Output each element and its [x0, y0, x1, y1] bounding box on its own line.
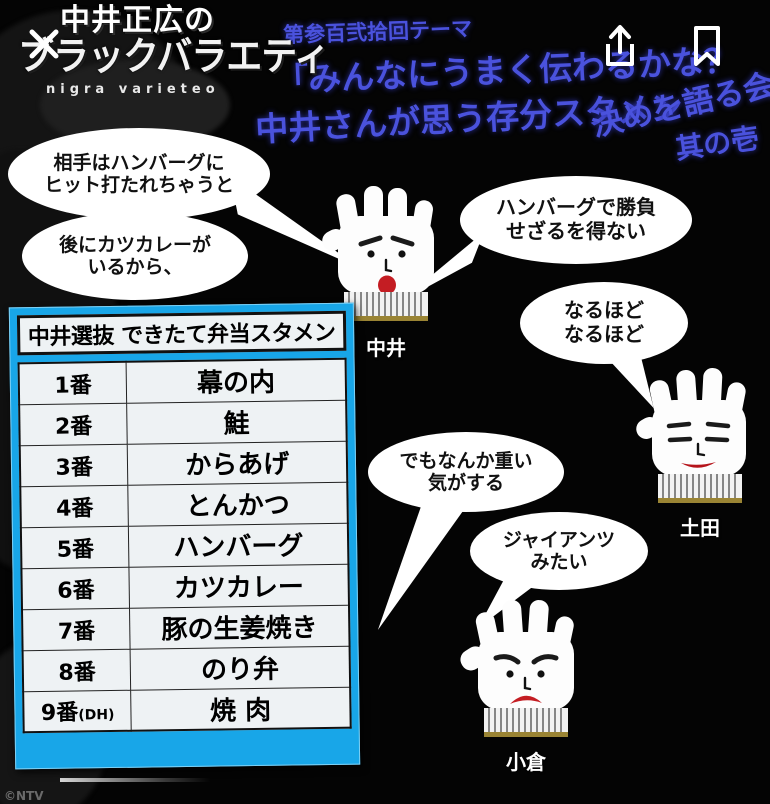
hand-label-nakai: 中井	[366, 336, 406, 360]
speech-bubble-nakai-1: 相手はハンバーグに ヒット打たれちゃうと	[8, 128, 270, 220]
speech-bubble-nakai-3: ハンバーグで勝負 せざるを得ない	[460, 176, 692, 264]
table-row: 7番豚の生姜焼き	[22, 604, 350, 651]
table-row: 8番のり弁	[22, 645, 351, 692]
speech-bubble-nakai-2: 後にカツカレーが いるから、	[22, 212, 248, 300]
table-row: 4番とんかつ	[20, 481, 348, 528]
bubble-line: 気がする	[427, 472, 504, 494]
table-row: 5番ハンバーグ	[20, 522, 349, 569]
glove-hand-icon	[636, 368, 746, 503]
glove-hand-icon	[322, 186, 434, 321]
bubble-line: なるほど	[564, 322, 644, 346]
lineup-title: 中井選抜 できたて弁当スタメン	[16, 310, 347, 356]
share-icon	[606, 25, 634, 66]
glove-hand-icon	[460, 599, 574, 737]
bubble-line: 後にカツカレーが	[58, 233, 211, 256]
lineup-order-cell: 1番	[18, 361, 128, 405]
bubble-line: ジャイアンツ	[502, 528, 616, 551]
lineup-item-cell: カツカレー	[129, 563, 349, 608]
bookmark-icon	[694, 26, 720, 66]
bubble-line: みたい	[530, 551, 588, 573]
logo-line-2: ブラックバラエティ	[18, 34, 330, 80]
logo-line-1: 中井正広の	[60, 3, 215, 38]
table-row: 6番カツカレー	[21, 563, 349, 610]
bubble-line: ハンバーグで勝負	[496, 195, 656, 220]
lineup-order-cell: 4番	[20, 484, 129, 528]
hand-label-ogura: 小倉	[506, 750, 546, 774]
bubble-line: せざるを得ない	[506, 219, 646, 243]
table-row: 3番からあげ	[19, 440, 348, 487]
lineup-order-cell: 2番	[19, 402, 128, 446]
bubble-line: いるから、	[87, 256, 183, 278]
copyright-watermark: ©NTV	[4, 789, 44, 803]
table-row: 9番(DH)焼 肉	[23, 686, 351, 733]
lineup-item-cell: 豚の生姜焼き	[129, 604, 350, 649]
share-button[interactable]	[598, 22, 642, 70]
frame-edge-highlight	[60, 778, 210, 782]
title-line-3: 中井さんが思う存分スタメン	[254, 87, 684, 150]
lineup-item-cell: 鮭	[127, 399, 347, 444]
table-row: 1番幕の内	[18, 358, 347, 405]
hand-puppet-ogura: 小倉	[460, 596, 592, 778]
close-icon	[29, 29, 59, 59]
lineup-order-cell: 7番	[22, 607, 131, 651]
lineup-order-cell: 3番	[19, 443, 129, 487]
hand-puppet-tsuchida: 土田	[636, 366, 764, 542]
lineup-order-cell: 8番	[22, 648, 132, 692]
title-line-2: 「みんなにうまく伝わるかな？	[274, 40, 738, 101]
bubble-line: ヒット打たれちゃうと	[43, 174, 234, 196]
lineup-item-cell: 焼 肉	[131, 686, 351, 731]
speech-bubble-tsuchida: なるほど なるほど	[520, 282, 688, 364]
lineup-order-cell: 6番	[21, 566, 130, 610]
logo-subtitle: nigra varieteo	[46, 82, 220, 97]
speech-bubble-ogura-1: でもなんか重い 気がする	[368, 432, 564, 512]
program-logo: 中井正広の ブラックバラエティ nigra varieteo	[18, 3, 330, 106]
title-line-5: 其の壱	[673, 121, 762, 166]
lineup-order-cell: 9番(DH)	[23, 689, 132, 733]
lineup-item-cell: とんかつ	[128, 481, 348, 526]
lineup-item-cell: からあげ	[127, 440, 348, 485]
lineup-item-cell: のり弁	[130, 645, 351, 690]
close-button[interactable]	[24, 24, 64, 64]
bubble-line: でもなんか重い	[399, 449, 533, 472]
lineup-item-cell: ハンバーグ	[128, 522, 349, 567]
bookmark-button[interactable]	[688, 22, 726, 70]
bubble-line: 相手はハンバーグに	[53, 151, 225, 174]
speech-bubble-ogura-2: ジャイアンツ みたい	[470, 512, 648, 590]
lineup-item-cell: 幕の内	[126, 358, 347, 403]
table-row: 2番鮭	[19, 399, 347, 446]
hand-label-tsuchida: 土田	[680, 516, 720, 540]
designated-hitter-tag: (DH)	[78, 707, 115, 724]
bubble-line: なるほど	[564, 298, 644, 323]
lineup-order-cell: 5番	[20, 525, 130, 569]
hand-puppet-nakai: 中井	[320, 186, 452, 364]
